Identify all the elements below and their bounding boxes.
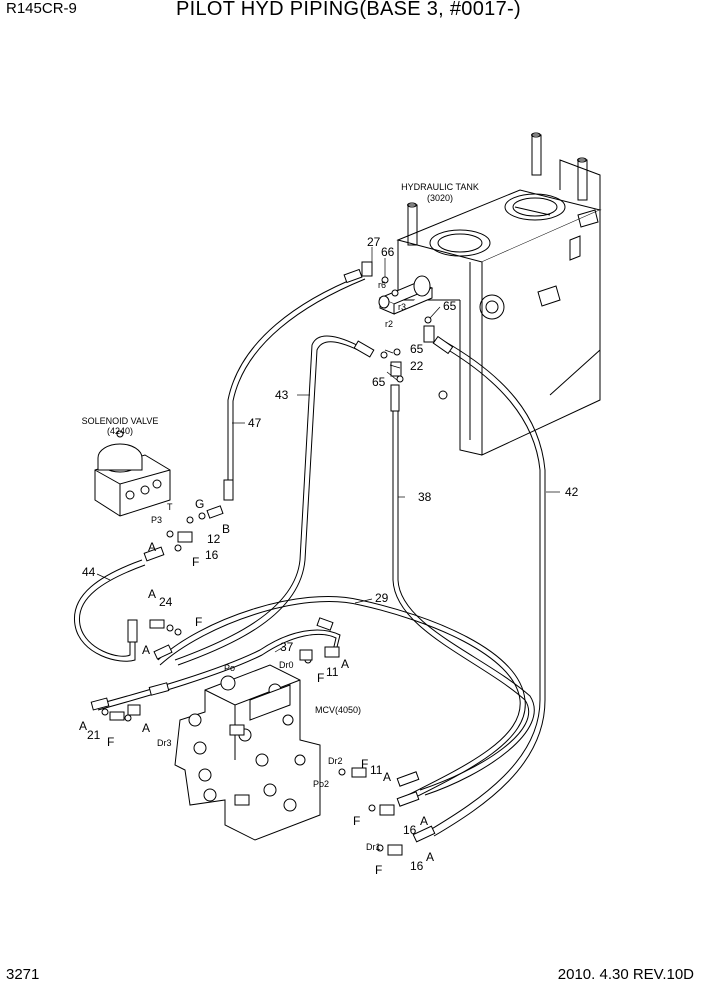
part-65-mid: 65 (410, 342, 424, 356)
part-44: 44 (82, 565, 96, 579)
part-24: 24 (159, 595, 173, 609)
part-65-low: 65 (372, 375, 386, 389)
port-B: B (222, 522, 230, 536)
port-A-5: A (79, 719, 87, 733)
part-43: 43 (275, 388, 289, 402)
part-22: 22 (410, 359, 424, 373)
part-65-top: 65 (443, 299, 457, 313)
port-F-7: F (375, 863, 382, 877)
part-42: 42 (565, 485, 579, 499)
port-Dr3: Dr3 (157, 738, 172, 748)
port-T: T (167, 502, 173, 512)
solenoid-code-label: (4240) (107, 426, 133, 436)
port-A-2: A (148, 587, 156, 601)
mcv-block (174, 664, 321, 841)
tank-code-label: (3020) (427, 193, 453, 203)
page-number: 3271 (6, 966, 40, 983)
port-A-7: A (383, 770, 391, 784)
port-Dr0: Dr0 (279, 660, 294, 670)
part-11-top: 11 (326, 665, 339, 679)
page-title: PILOT HYD PIPING(BASE 3, #0017-) (176, 0, 521, 20)
port-A-3: A (142, 643, 150, 657)
part-16-top: 16 (205, 548, 219, 562)
part-38: 38 (418, 490, 432, 504)
solenoid-valve (94, 430, 171, 517)
leader-lines (96, 247, 560, 653)
port-r2: r2 (385, 319, 393, 329)
solenoid-name-label: SOLENOID VALVE (82, 416, 159, 426)
port-F-1: F (192, 555, 199, 569)
fittings (90, 261, 454, 856)
port-Po2: Po2 (313, 779, 329, 789)
tank-name-label: HYDRAULIC TANK (401, 182, 479, 192)
part-29: 29 (375, 591, 389, 605)
port-F-3: F (317, 671, 324, 685)
part-16-mid: 16 (403, 823, 417, 837)
part-21: 21 (87, 728, 101, 742)
part-37: 37 (280, 640, 294, 654)
port-A-4: A (341, 657, 349, 671)
part-16-low: 16 (410, 859, 424, 873)
part-47: 47 (248, 416, 262, 430)
part-11-low: 11 (370, 763, 383, 777)
part-12: 12 (207, 532, 221, 546)
port-Dr1: Dr1 (366, 842, 381, 852)
port-Dr2: Dr2 (328, 756, 343, 766)
port-A-8: A (420, 814, 428, 828)
port-Po: Po (224, 663, 235, 673)
hoses (73, 275, 546, 837)
revision-date: 2010. 4.30 REV.10D (557, 966, 694, 983)
port-F-5: F (361, 757, 368, 771)
model-label: R145CR-9 (6, 0, 77, 17)
part-27: 27 (367, 235, 381, 249)
port-F-4: F (107, 735, 114, 749)
tank-manifold (378, 275, 434, 315)
part-66: 66 (381, 245, 395, 259)
port-A-9: A (426, 850, 434, 864)
port-r6: r6 (378, 280, 386, 290)
port-r3: r3 (398, 302, 406, 312)
port-F-6: F (353, 814, 360, 828)
port-G: G (195, 497, 204, 511)
port-A-6: A (142, 721, 150, 735)
mcv-label: MCV(4050) (315, 705, 361, 715)
port-A-1: A (148, 540, 156, 554)
port-F-2: F (195, 615, 202, 629)
port-P3: P3 (151, 515, 162, 525)
